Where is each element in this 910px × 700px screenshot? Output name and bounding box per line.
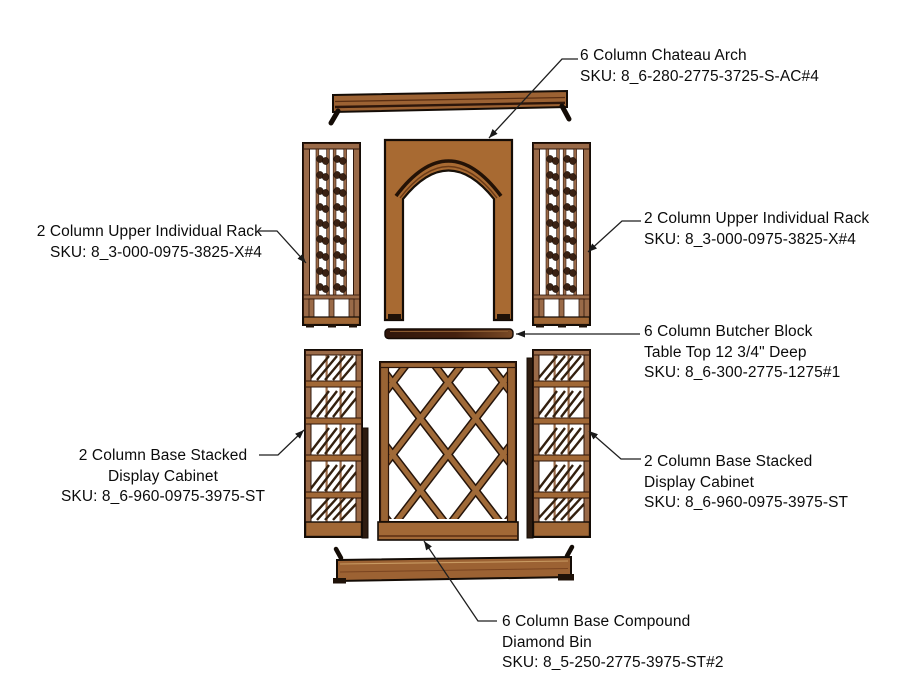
leader-base-cabinet-left: [259, 429, 305, 456]
part-name: 6 Column Base Compound: [502, 613, 691, 630]
butcher-block-table-top: [384, 328, 514, 340]
part-name: 2 Column Upper Individual Rack: [36, 223, 262, 240]
part-sku: SKU: 8_6-960-0975-3975-ST: [60, 488, 266, 505]
leader-base-cabinet-right: [588, 430, 641, 460]
part-sku: SKU: 8_6-300-2775-1275#1: [644, 364, 841, 381]
part-name: 6 Column Butcher Block: [644, 323, 813, 340]
leader-diamond-bin: [423, 540, 497, 622]
part-name: 2 Column Base Stacked: [644, 453, 813, 470]
part-desc: Table Top 12 3/4" Deep: [644, 343, 807, 361]
part-name: 2 Column Base Stacked: [78, 447, 248, 464]
upper-individual-rack-left: [302, 142, 361, 329]
label-butcher-block: 6 Column Butcher Block Table Top 12 3/4"…: [644, 322, 904, 384]
part-name: 2 Column Upper Individual Rack: [644, 210, 870, 227]
part-name: 6 Column Chateau Arch: [580, 47, 747, 64]
base-display-cabinet-right: [526, 348, 592, 539]
part-sku: SKU: 8_6-960-0975-3975-ST: [644, 494, 849, 511]
chateau-arch: [383, 138, 514, 322]
part-sku: SKU: 8_6-280-2775-3725-S-AC#4: [580, 67, 819, 85]
part-sku: SKU: 8_3-000-0975-3825-X#4: [50, 243, 262, 261]
part-sku: SKU: 8_5-250-2775-3975-ST#2: [502, 654, 724, 671]
base-display-cabinet-left: [303, 348, 369, 539]
part-desc: Diamond Bin: [502, 633, 592, 651]
part-desc: Display Cabinet: [644, 473, 755, 491]
leader-chateau-arch: [488, 58, 578, 139]
label-chateau-arch: 6 Column Chateau Arch SKU: 8_6-280-2775-…: [580, 46, 905, 87]
label-diamond-bin: 6 Column Base Compound Diamond Bin SKU: …: [502, 612, 802, 674]
leader-lines: [259, 58, 641, 622]
label-upper-rack-right: 2 Column Upper Individual Rack SKU: 8_3-…: [644, 209, 904, 250]
part-desc: Display Cabinet: [107, 467, 219, 485]
part-sku: SKU: 8_3-000-0975-3825-X#4: [644, 230, 856, 248]
crown-molding: [328, 89, 572, 126]
base-molding: [333, 544, 575, 584]
leader-upper-rack-right: [587, 220, 641, 253]
leader-upper-rack-left: [259, 230, 307, 264]
label-base-cabinet-right: 2 Column Base Stacked Display Cabinet SK…: [644, 452, 904, 514]
compound-diamond-bin: [377, 361, 519, 541]
upper-individual-rack-right: [532, 142, 591, 329]
label-base-cabinet-left: 2 Column Base Stacked Display Cabinet SK…: [30, 446, 296, 508]
label-upper-rack-left: 2 Column Upper Individual Rack SKU: 8_3-…: [0, 222, 262, 263]
